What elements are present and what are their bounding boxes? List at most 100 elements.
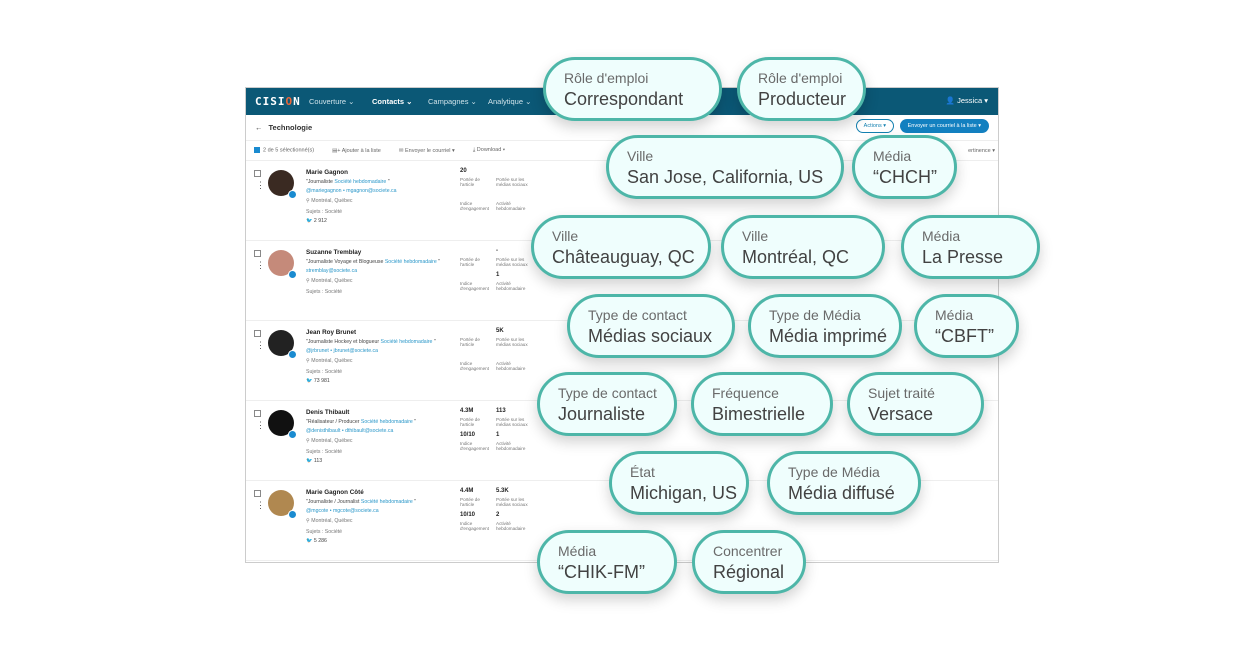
nav-analytique[interactable]: Analytique ⌄ bbox=[488, 97, 532, 106]
download-button[interactable]: ⤓ Download ▾ bbox=[472, 147, 506, 153]
location-pin-icon: ⚲ bbox=[306, 438, 312, 445]
avatar[interactable] bbox=[268, 170, 297, 199]
outlet-link[interactable]: Société hebdomadaire bbox=[360, 418, 413, 425]
tag-label: Concentrer bbox=[713, 543, 783, 559]
twitter-followers: 🐦 5 286 bbox=[306, 537, 327, 544]
more-options-icon[interactable]: ⋮ bbox=[256, 420, 265, 430]
tag-label: Ville bbox=[742, 228, 769, 244]
contact-title: "Journaliste Hockey et blogueur Société … bbox=[306, 338, 436, 345]
outlet-link[interactable]: Société hebdomadaire bbox=[380, 338, 433, 345]
avatar[interactable] bbox=[268, 330, 297, 359]
outlet-link[interactable]: Société hebdomadaire bbox=[334, 178, 387, 185]
tag-value: San Jose, California, US bbox=[627, 167, 824, 187]
nav-campagnes[interactable]: Campagnes ⌄ bbox=[428, 97, 477, 106]
contact-handles[interactable]: stremblay@societe.ca bbox=[306, 267, 358, 274]
tag-value: La Presse bbox=[922, 247, 1004, 267]
tag-value: “CHIK-FM” bbox=[558, 562, 645, 582]
badge-icon bbox=[288, 270, 297, 279]
contact-name[interactable]: Marie Gagnon Côté bbox=[306, 489, 364, 496]
contact-location: ⚲ Montréal, Québec bbox=[306, 278, 353, 285]
add-to-list-button[interactable]: ▤+ Ajouter à la liste bbox=[332, 147, 381, 154]
actions-button[interactable]: Actions ▾ bbox=[855, 119, 894, 133]
tag-value: Michigan, US bbox=[630, 483, 738, 503]
metric: Portée de l'article bbox=[460, 257, 480, 268]
tag-label: Média bbox=[558, 543, 597, 559]
contact-name[interactable]: Jean Roy Brunet bbox=[306, 329, 357, 336]
contact-subjects: Sujets : Société bbox=[306, 369, 343, 376]
contact-title: "Journaliste Société hebdomadaire " bbox=[306, 178, 390, 185]
more-options-icon[interactable]: ⋮ bbox=[256, 180, 265, 190]
avatar[interactable] bbox=[268, 250, 297, 279]
tag-value: “CHCH” bbox=[873, 167, 937, 187]
tag-value: Bimestrielle bbox=[712, 404, 806, 424]
twitter-icon: 🐦 bbox=[306, 537, 314, 544]
contact-location: ⚲ Montréal, Québec bbox=[306, 358, 353, 365]
user-menu[interactable]: 👤 Jessica ▾ bbox=[946, 96, 988, 105]
more-options-icon[interactable]: ⋮ bbox=[256, 500, 265, 510]
tag-value: Montréal, QC bbox=[742, 247, 850, 267]
contact-subjects: Sujets : Société bbox=[306, 289, 343, 296]
contact-name[interactable]: Marie Gagnon bbox=[306, 169, 348, 176]
tag-label: Type de Média bbox=[769, 307, 861, 323]
tag-value: Régional bbox=[713, 562, 785, 582]
avatar[interactable] bbox=[268, 490, 297, 519]
tag-value: Châteauguay, QC bbox=[552, 247, 695, 267]
contact-location: ⚲ Montréal, Québec bbox=[306, 198, 353, 205]
tag-value: Correspondant bbox=[564, 89, 684, 109]
sort-dropdown[interactable]: ertinence ▾ bbox=[968, 148, 995, 154]
row-checkbox[interactable] bbox=[254, 330, 261, 337]
select-all-checkbox[interactable]: 2 de 5 sélectionné(s) bbox=[254, 147, 314, 154]
send-list-email-button[interactable]: Envoyer un courriel à la liste ▾ bbox=[899, 119, 989, 133]
tag-label: Fréquence bbox=[712, 385, 779, 401]
tag-label: État bbox=[630, 464, 655, 480]
back-arrow-icon[interactable]: ← bbox=[255, 123, 263, 132]
badge-icon bbox=[288, 510, 297, 519]
contact-handles[interactable]: @jrbrunet • jbrunet@societe.ca bbox=[306, 347, 379, 354]
outlet-link[interactable]: Société hebdomadaire bbox=[384, 258, 437, 265]
row-checkbox[interactable] bbox=[254, 410, 261, 417]
contact-title: "Journaliste / Journalist Société hebdom… bbox=[306, 498, 417, 505]
metric: -Portée sur les médias sociaux bbox=[496, 248, 528, 268]
more-options-icon[interactable]: ⋮ bbox=[256, 260, 265, 270]
more-options-icon[interactable]: ⋮ bbox=[256, 340, 265, 350]
contact-name[interactable]: Denis Thibault bbox=[306, 409, 350, 416]
metric: Portée sur les médias sociaux bbox=[496, 177, 528, 188]
nav-contacts[interactable]: Contacts ⌄ bbox=[372, 97, 413, 106]
tag-value: Producteur bbox=[758, 89, 847, 109]
contact-handles[interactable]: @denisthibault • dthibault@societe.ca bbox=[306, 427, 394, 434]
contact-handles[interactable]: @mariegagnon • mgagnon@societe.ca bbox=[306, 187, 397, 194]
cision-logo[interactable]: CISION bbox=[255, 95, 301, 108]
avatar[interactable] bbox=[268, 410, 297, 439]
send-email-button[interactable]: ✉ Envoyer le courriel ▾ bbox=[398, 147, 455, 154]
outlet-link[interactable]: Société hebdomadaire bbox=[360, 498, 413, 505]
badge-icon bbox=[288, 190, 297, 199]
location-pin-icon: ⚲ bbox=[306, 198, 312, 205]
nav-couverture[interactable]: Couverture ⌄ bbox=[309, 97, 355, 106]
twitter-icon: 🐦 bbox=[306, 217, 314, 224]
row-checkbox[interactable] bbox=[254, 490, 261, 497]
location-pin-icon: ⚲ bbox=[306, 278, 312, 285]
metric: Indice d'engagement bbox=[460, 280, 489, 291]
tag-label: Rôle d'emploi bbox=[564, 70, 649, 86]
contact-title: "Réalisateur / Producer Société hebdomad… bbox=[306, 418, 417, 425]
contact-handles[interactable]: @mgcote • mgcote@societe.ca bbox=[306, 507, 379, 514]
row-checkbox[interactable] bbox=[254, 250, 261, 257]
tag-label: Rôle d'emploi bbox=[758, 70, 843, 86]
contact-name[interactable]: Suzanne Tremblay bbox=[306, 249, 362, 256]
twitter-followers: 🐦 113 bbox=[306, 457, 323, 464]
tag-label: Type de Média bbox=[788, 464, 880, 480]
row-checkbox[interactable] bbox=[254, 170, 261, 177]
